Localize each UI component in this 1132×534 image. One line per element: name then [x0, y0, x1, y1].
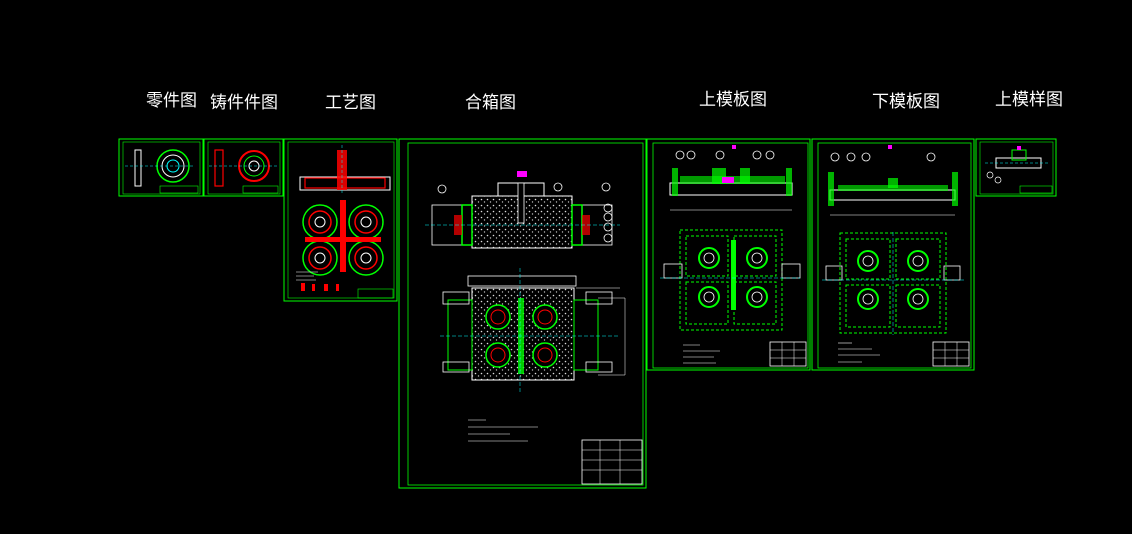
title-mold-assembly: 合箱图 [465, 93, 516, 113]
sheet-casting[interactable] [203, 138, 284, 197]
title-casting: 铸件件图 [210, 93, 278, 113]
sheet-part[interactable] [118, 138, 204, 197]
title-part: 零件图 [146, 91, 197, 111]
title-upper-sample: 上模样图 [995, 90, 1063, 110]
title-lower-plate: 下模板图 [872, 92, 940, 112]
title-upper-plate: 上模板图 [699, 90, 767, 110]
sheet-mold-assembly[interactable] [398, 138, 647, 489]
sheet-process[interactable] [283, 138, 398, 302]
sheet-upper-plate[interactable] [646, 138, 811, 371]
sheet-lower-plate[interactable] [811, 138, 975, 371]
title-process: 工艺图 [325, 93, 376, 113]
sheet-upper-sample[interactable] [975, 138, 1057, 197]
